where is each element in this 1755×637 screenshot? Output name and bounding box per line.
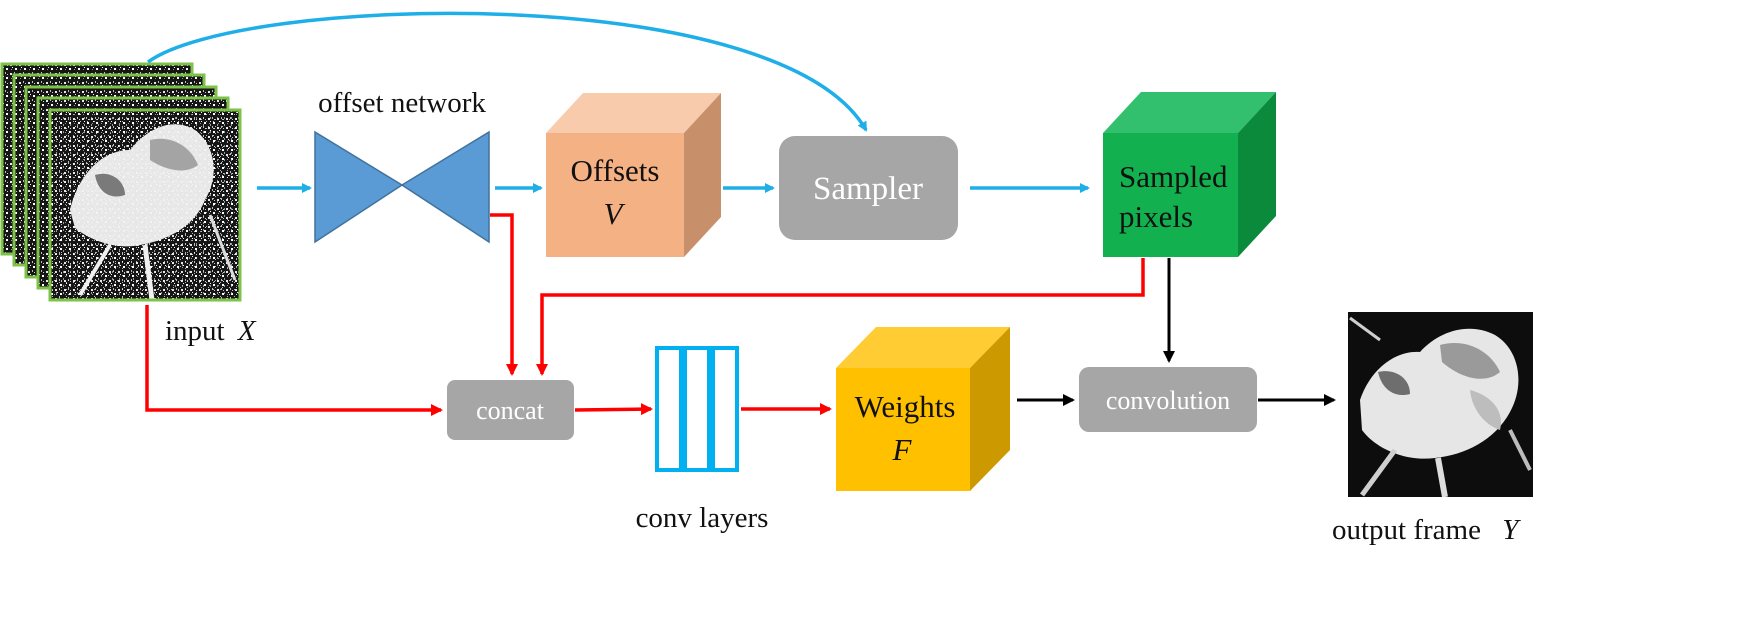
- offsets-label: Offsets: [571, 153, 660, 188]
- offset-network-hourglass: [314, 130, 490, 244]
- convolution-box: [1079, 367, 1257, 432]
- arrow-network-to-concat: [490, 213, 518, 376]
- black-flow-arrows: [1017, 258, 1336, 406]
- sampled-pixels-label-line2: pixels: [1119, 199, 1193, 234]
- concat-label: concat: [476, 396, 545, 425]
- output-label: output frame Y: [1332, 514, 1521, 546]
- red-flow-arrows: [145, 213, 1145, 416]
- weights-variable: F: [892, 432, 913, 467]
- conv-layers-label: conv layers: [636, 502, 769, 534]
- arrow-input-to-sampler-curve: [146, 11, 868, 132]
- weights-label: Weights: [855, 389, 956, 424]
- conv-layers-icon: [655, 346, 739, 472]
- arrow-sampled-to-concat: [536, 258, 1145, 376]
- sampled-pixels-label-line1: Sampled: [1119, 159, 1228, 194]
- input-frame-front: [48, 108, 242, 302]
- output-frame-image: [1348, 312, 1533, 497]
- offsets-cube: [546, 93, 721, 257]
- arrow-concat-to-conv: [574, 403, 653, 416]
- convolution-label: convolution: [1106, 386, 1230, 415]
- offsets-variable: V: [604, 196, 626, 231]
- offset-network-label: offset network: [318, 87, 486, 119]
- input-label: input X: [165, 315, 257, 347]
- input-frames-stack: [0, 62, 242, 302]
- sampler-box: [779, 136, 958, 240]
- weights-cube: [836, 327, 1010, 491]
- sampler-label: Sampler: [813, 171, 923, 207]
- sampled-pixels-cube: [1103, 92, 1276, 257]
- concat-box: [447, 380, 574, 440]
- blue-flow-arrows: [146, 11, 1090, 193]
- arrow-input-to-concat: [145, 305, 443, 416]
